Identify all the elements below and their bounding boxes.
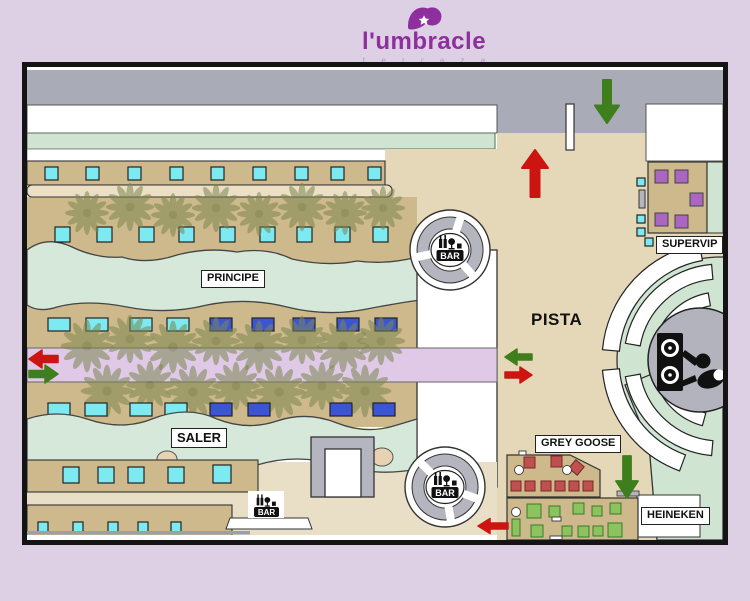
floor-plan: BAR [22,62,728,545]
zone-label-supervip: SUPERVIP [656,236,723,254]
bar-label-north: BAR [440,251,460,261]
grey-goose-zone [506,450,601,498]
bar-station-north: BAR [409,209,491,291]
bar-label-south: BAR [435,488,455,498]
entrance-gate [565,103,575,151]
red-right-arrow [504,366,533,384]
table-row-north [27,160,386,186]
supervip-zone [636,161,708,247]
brand-name: l'umbracle [361,28,487,55]
red-left-arrow [28,349,59,369]
umbracle-swirl-star-icon [408,7,442,30]
heineken-zone [506,497,639,540]
logo: l'umbracle t e r r a z a [354,1,494,65]
green-left-arrow [504,348,533,366]
zone-label-heineken: HEINEKEN [641,507,710,525]
red-up-arrow [521,149,549,198]
brand-tagline: t e r r a z a [362,56,493,65]
small-bar-station: BAR [225,491,313,530]
south-edge-strip [27,535,497,540]
dj-booth [647,307,723,413]
red-left-arrow-south [477,517,509,535]
bar-station-south: BAR [404,446,486,528]
dj-icon [657,333,723,391]
table-row-south-upper [27,459,259,493]
zone-label-pista: PISTA [531,310,583,329]
floor-plan-graphic: BAR [27,67,723,540]
bar-label-small: BAR [258,508,276,517]
green-right-arrow [28,364,59,384]
table-row-mid-lower [47,402,396,417]
curb-line [27,531,250,535]
south-doorway [310,436,375,498]
green-down-arrow-north [594,79,620,124]
zone-label-saler: SALER [171,428,228,449]
supervip-mint-strip [706,161,723,234]
north-east-room [645,103,723,162]
zone-label-grey-goose: GREY GOOSE [535,435,622,453]
zone-label-principe: PRINCIPE [201,270,265,288]
green-down-arrow-south [615,455,639,499]
